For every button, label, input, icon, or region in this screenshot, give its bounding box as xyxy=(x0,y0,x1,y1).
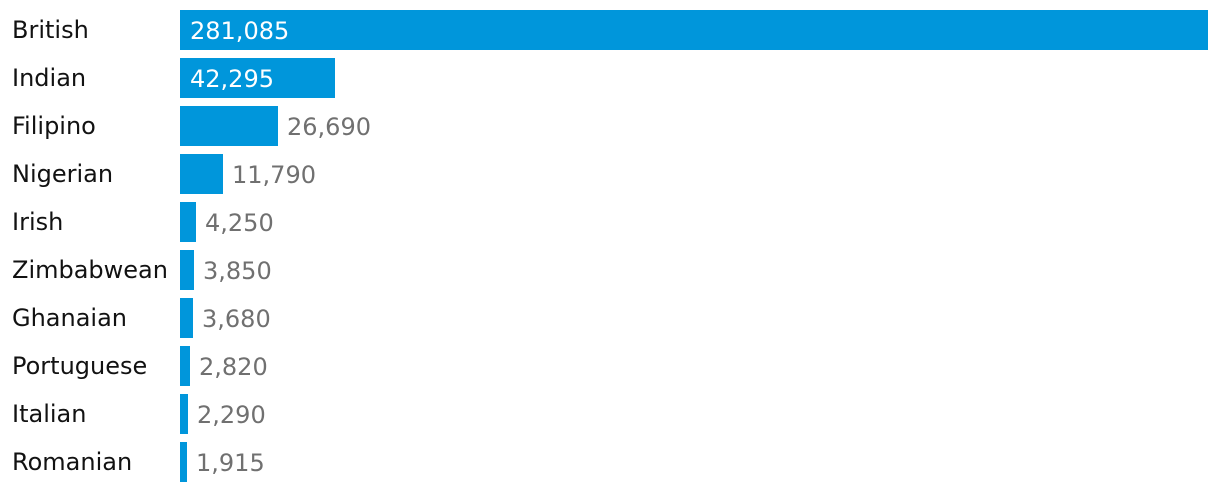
value-label: 2,290 xyxy=(197,401,266,429)
bar xyxy=(180,202,196,242)
bar xyxy=(180,442,187,482)
value-label: 11,790 xyxy=(232,161,316,189)
value-label: 1,915 xyxy=(196,449,265,477)
category-label: British xyxy=(12,16,89,44)
bar-row: Nigerian 11,790 xyxy=(0,154,1220,194)
value-label: 3,680 xyxy=(202,305,271,333)
bar-row: Ghanaian 3,680 xyxy=(0,298,1220,338)
category-label: Portuguese xyxy=(12,352,148,380)
category-label: Irish xyxy=(12,208,64,236)
bar xyxy=(180,154,223,194)
bar xyxy=(180,58,335,98)
category-label: Zimbabwean xyxy=(12,256,168,284)
category-label: Filipino xyxy=(12,112,96,140)
category-label: Nigerian xyxy=(12,160,114,188)
bar-row: Indian 42,295 xyxy=(0,58,1220,98)
value-label: 3,850 xyxy=(203,257,272,285)
category-label: Romanian xyxy=(12,448,133,476)
bar-row: Italian 2,290 xyxy=(0,394,1220,434)
bar-row: Irish 4,250 xyxy=(0,202,1220,242)
category-label: Italian xyxy=(12,400,87,428)
value-label: 42,295 xyxy=(190,65,274,93)
bar-row: Portuguese 2,820 xyxy=(0,346,1220,386)
bar-row: Filipino 26,690 xyxy=(0,106,1220,146)
bar-row: British 281,085 xyxy=(0,10,1220,50)
value-label: 281,085 xyxy=(190,17,290,45)
category-label: Indian xyxy=(12,64,87,92)
bar xyxy=(180,298,193,338)
category-label: Ghanaian xyxy=(12,304,128,332)
bar-row: Zimbabwean 3,850 xyxy=(0,250,1220,290)
value-label: 2,820 xyxy=(199,353,268,381)
bar xyxy=(180,394,188,434)
bar xyxy=(180,346,190,386)
bar xyxy=(180,10,1208,50)
value-label: 26,690 xyxy=(287,113,371,141)
bar xyxy=(180,106,278,146)
bar xyxy=(180,250,194,290)
bar-row: Romanian 1,915 xyxy=(0,442,1220,482)
value-label: 4,250 xyxy=(205,209,274,237)
